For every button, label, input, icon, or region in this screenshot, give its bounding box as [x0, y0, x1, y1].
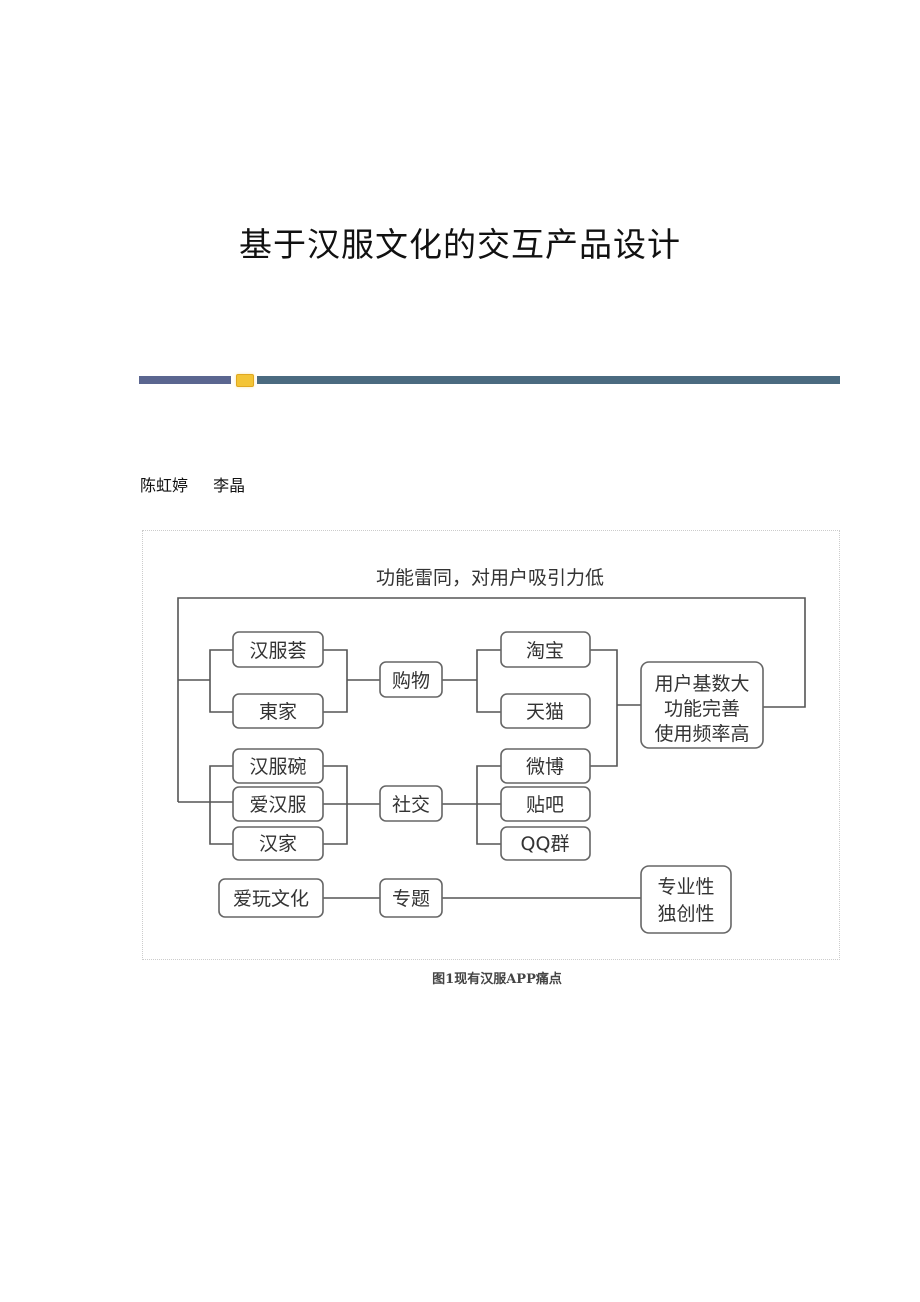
node-platform: QQ群: [521, 833, 570, 855]
trait-line: 用户基数大: [654, 673, 749, 695]
node-platform: 贴吧: [526, 794, 564, 816]
diagram-boxes: [218, 631, 764, 934]
connector-lines: [177, 597, 806, 899]
document-title: 基于汉服文化的交互产品设计: [239, 225, 681, 264]
node-platform: 天猫: [526, 701, 564, 723]
title-divider-left: [139, 376, 231, 384]
trait-line: 独创性: [657, 903, 714, 925]
node-social-app: 汉服碗: [249, 756, 306, 778]
node-social-app: 汉家: [259, 833, 297, 855]
node-platform: 微博: [526, 756, 564, 778]
node-social: 社交: [392, 794, 430, 816]
node-shopping: 购物: [392, 670, 430, 692]
divider-ornament-icon: [236, 374, 254, 387]
trait-line: 功能完善: [664, 698, 740, 720]
title-divider-right: [257, 376, 840, 384]
trait-line: 使用频率高: [654, 723, 749, 745]
node-social-app: 爱汉服: [249, 794, 306, 816]
node-shopping-app: 東家: [259, 701, 297, 723]
node-culture-app: 爱玩文化: [233, 888, 309, 910]
authors: 陈虹婷 李晶: [140, 472, 265, 496]
node-topic: 专题: [392, 888, 430, 910]
trait-line: 专业性: [657, 876, 714, 898]
node-shopping-app: 汉服荟: [249, 640, 306, 662]
figure-frame: [142, 530, 840, 960]
figure-heading: 功能雷同，对用户吸引力低: [376, 567, 604, 589]
figure-caption: 图1现有汉服APP痛点: [432, 972, 562, 987]
author-name: 李晶: [213, 476, 246, 495]
author-name: 陈虹婷: [140, 476, 189, 495]
node-platform: 淘宝: [526, 640, 564, 662]
